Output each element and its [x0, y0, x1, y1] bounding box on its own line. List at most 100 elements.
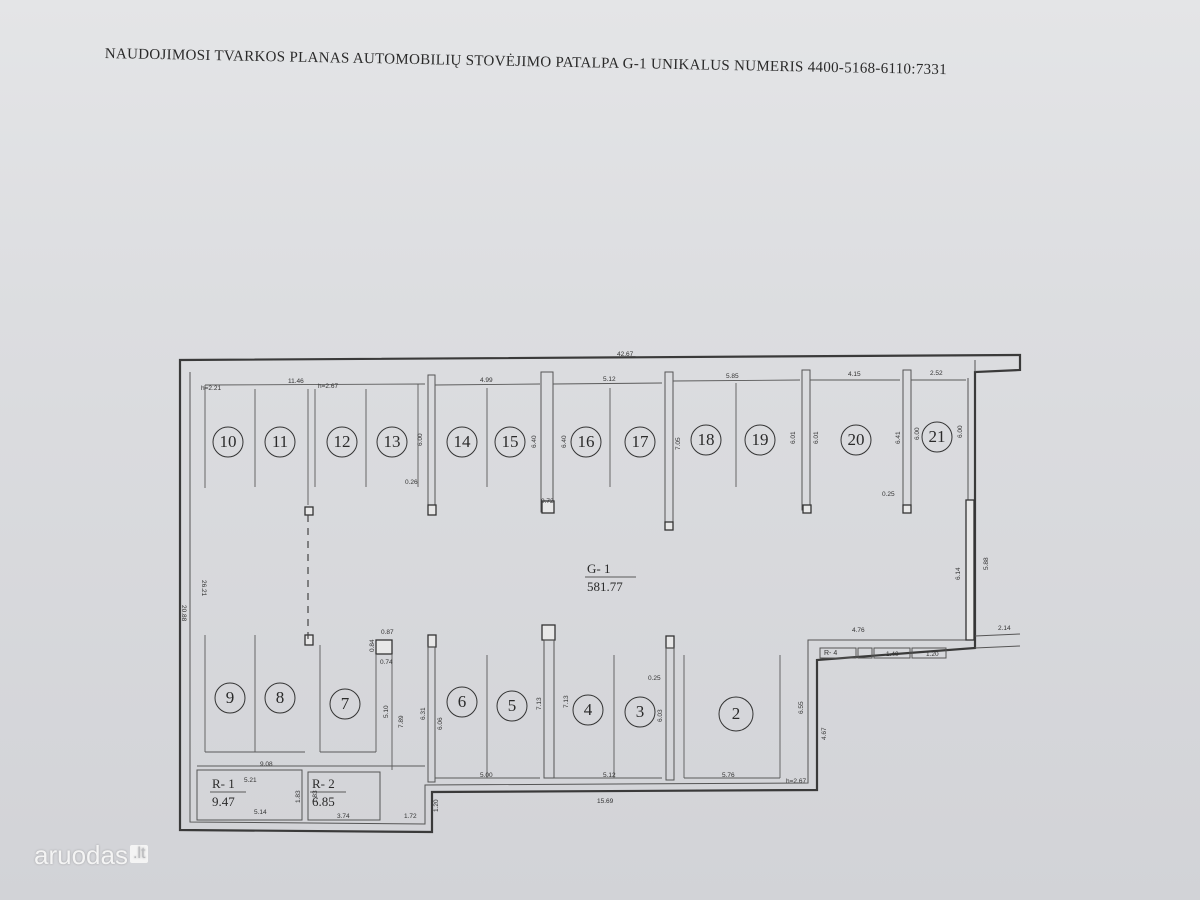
spot-number: 11: [272, 432, 288, 451]
room-area: 9.47: [212, 794, 235, 809]
outer-walls: [178, 353, 1022, 834]
dim-misc: 7.89: [398, 715, 405, 728]
spot-number: 20: [848, 430, 865, 449]
dim-misc: 6.01: [790, 431, 797, 444]
room-labels: R- 1 9.47 R- 2 6.85 R- 4: [210, 650, 837, 809]
dim-misc: 5.10: [383, 705, 390, 718]
spot-circle: [329, 688, 361, 720]
spot-circle: [690, 424, 722, 456]
spot-number: 10: [220, 432, 237, 451]
spot-number: 16: [578, 432, 595, 451]
dim-misc: 6.31: [420, 707, 427, 720]
spot-number: 13: [384, 432, 401, 451]
dim-misc: 6.14: [955, 567, 962, 580]
spot-circle: [212, 426, 244, 458]
room-area: 6.85: [312, 794, 335, 809]
dim-misc: 1.20: [433, 799, 440, 812]
dim-misc: 5.14: [254, 809, 267, 816]
spot-circle: [326, 426, 358, 458]
spot-number: 17: [632, 432, 650, 451]
spot-number: 21: [929, 427, 946, 446]
spot-circle: [840, 424, 872, 456]
spot-circle: [264, 682, 296, 714]
dim-top: 5.85: [726, 373, 739, 380]
spot-circle: [496, 690, 528, 722]
dim-bottom: 15.69: [597, 798, 614, 805]
spot-number: 9: [226, 688, 235, 707]
spot-circle: [494, 426, 526, 458]
room-code: R- 1: [212, 776, 235, 791]
spot-circle: [376, 426, 408, 458]
dim-misc: 5.88: [983, 557, 990, 570]
dim-top: 4.99: [480, 377, 493, 384]
main-area-code: G- 1: [587, 561, 610, 576]
dim-bottom: 5.76: [722, 772, 735, 779]
dim-bottom: 5.00: [480, 772, 493, 779]
dim-misc: 2.14: [998, 625, 1011, 632]
spot-circle: [572, 694, 604, 726]
spot-number: 4: [584, 700, 593, 719]
spot-number: 2: [732, 704, 741, 723]
dim-left-outer: 20.88: [180, 605, 187, 622]
dim-misc: 0.25: [648, 675, 661, 682]
dim-misc: h=2.67: [786, 778, 806, 785]
dim-misc: 6.41: [895, 431, 902, 444]
site-watermark: aruodas.lt: [34, 840, 149, 871]
bottom-stall-walls: [196, 635, 947, 821]
dim-top: 5.12: [603, 376, 616, 383]
dim-misc: 0.26: [405, 479, 418, 486]
dim-top: 4.15: [848, 371, 861, 378]
main-area-value: 581.77: [587, 579, 623, 594]
watermark-text: aruodas: [34, 840, 128, 870]
dim-misc: 5.21: [244, 777, 257, 784]
spot-number: 18: [698, 430, 715, 449]
dim-misc: 6.00: [914, 427, 921, 440]
dim-misc: 6.03: [657, 709, 664, 722]
spot-circle: [624, 696, 656, 728]
dim-misc: 7.13: [563, 695, 570, 708]
dim-misc: 4.76: [852, 627, 865, 634]
dim-misc: 1.83: [312, 790, 319, 803]
spot-number: 15: [502, 432, 519, 451]
room-code: R- 4: [824, 650, 837, 657]
spot-circle: [570, 426, 602, 458]
spot-number: 14: [454, 432, 472, 451]
dim-top: 11.46: [288, 378, 304, 385]
spot-number: 7: [341, 694, 350, 713]
dim-misc: 0.25: [882, 491, 895, 498]
dim-misc: 0.84: [369, 639, 376, 652]
dim-misc: 7.13: [536, 697, 543, 710]
spot-number: 3: [636, 702, 645, 721]
spot-number: 12: [334, 432, 351, 451]
dim-misc: 0.74: [380, 659, 393, 666]
room-code: R- 2: [312, 776, 335, 791]
columns: [304, 499, 975, 655]
dim-misc: 0.87: [381, 629, 394, 636]
dim-misc: 6.55: [798, 701, 805, 714]
spot-number: 5: [508, 696, 517, 715]
dim-misc: h=2.67: [318, 383, 338, 390]
dim-misc: 6.00: [417, 433, 424, 446]
spot-number: 6: [458, 692, 467, 711]
spot-circle: [214, 682, 246, 714]
dim-overall-top: 42.67: [617, 351, 634, 358]
dim-misc: 1.72: [404, 813, 417, 820]
spot-circle: [624, 426, 656, 458]
top-stall-walls: [204, 369, 966, 529]
bottom-spots: 9 8 7 6 5 4 3 2: [214, 682, 754, 732]
dim-misc: 1.20: [926, 651, 939, 658]
spot-circle: [446, 426, 478, 458]
dim-bottom: 9.08: [260, 761, 273, 768]
dim-misc: 6.00: [957, 425, 964, 438]
dim-misc: 6.06: [437, 717, 444, 730]
spot-circle: [921, 421, 953, 453]
dim-misc: 7.05: [675, 437, 682, 450]
dim-bottom: 5.12: [603, 772, 616, 779]
dim-left-inner: 26.21: [200, 580, 207, 597]
dim-misc: 6.01: [813, 431, 820, 444]
spot-circle: [446, 686, 478, 718]
dim-misc: 3.74: [337, 813, 350, 820]
dim-misc: 6.40: [561, 435, 568, 448]
